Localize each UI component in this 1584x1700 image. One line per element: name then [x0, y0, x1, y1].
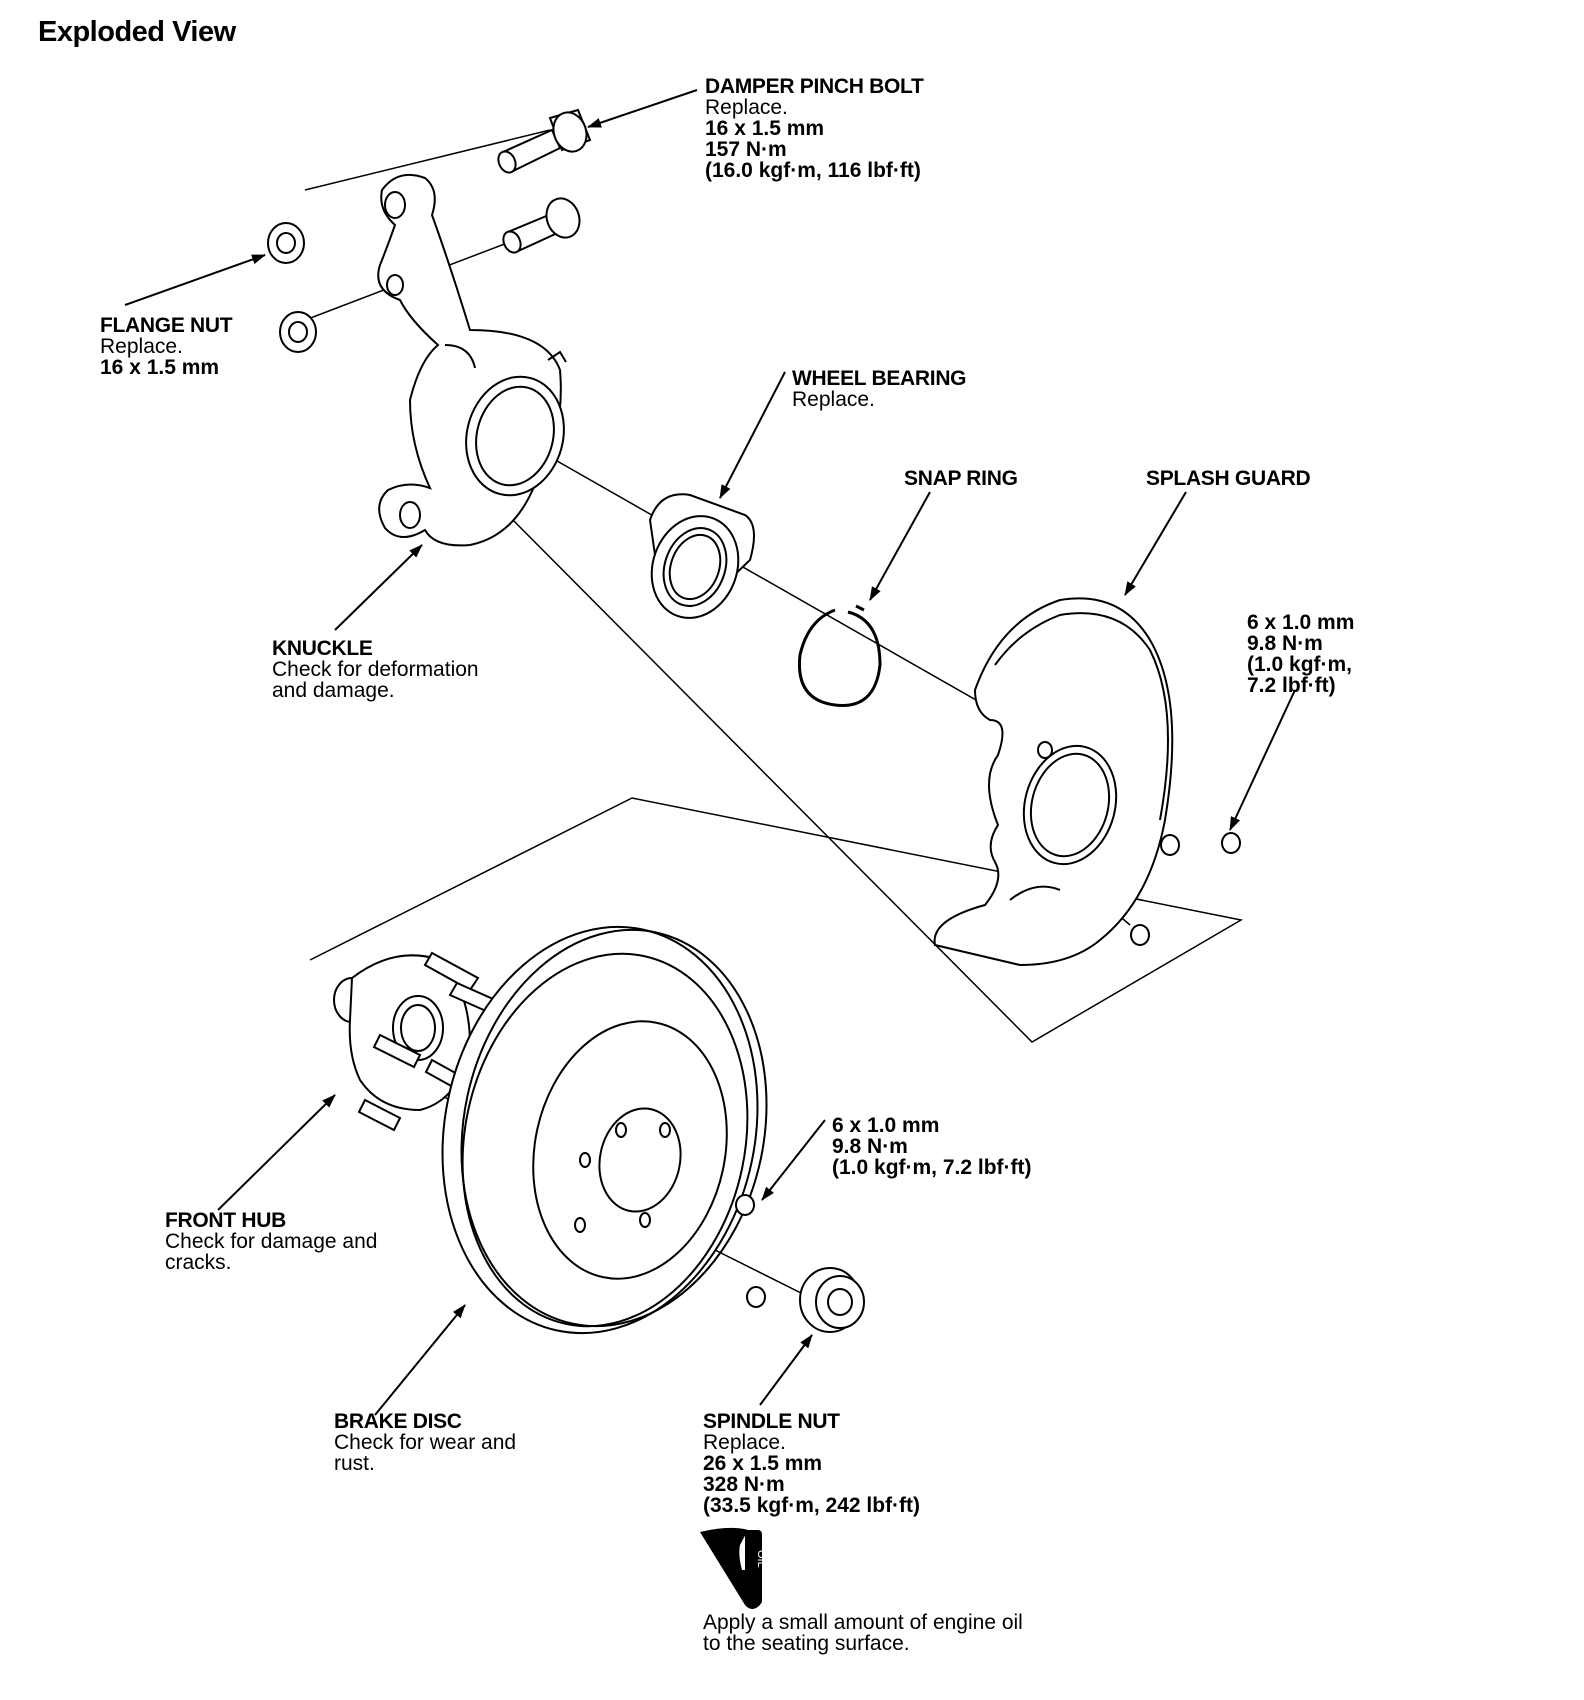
label-spec: 6 x 1.0 mm	[1247, 611, 1355, 634]
leader-splash-guard	[1124, 491, 1187, 596]
label-title: SNAP RING	[904, 467, 1018, 490]
label-wheel-bearing: WHEEL BEARING Replace.	[792, 367, 967, 411]
label-title: BRAKE DISC	[334, 1410, 462, 1433]
page-title: Exploded View	[38, 16, 236, 48]
leader-splash-bolt	[1229, 689, 1296, 831]
label-spec: (1.0 kgf·m, 7.2 lbf·ft)	[832, 1156, 1032, 1179]
brake-disc-icon	[441, 925, 768, 1335]
label-line: Replace.	[703, 1431, 786, 1454]
label-title: DAMPER PINCH BOLT	[705, 75, 924, 98]
leader-front-hub	[217, 1094, 336, 1211]
label-line: cracks.	[165, 1251, 232, 1274]
label-flange-nut: FLANGE NUT Replace. 16 x 1.5 mm	[100, 314, 233, 379]
label-spec: 26 x 1.5 mm	[703, 1452, 823, 1475]
oil-can-icon: OIL	[700, 1527, 767, 1609]
disc-screw-icon	[735, 1194, 766, 1308]
reference-plane	[309, 494, 1244, 1043]
snap-ring-icon	[797, 608, 882, 707]
spindle-nut-icon	[799, 1267, 865, 1333]
front-hub-icon	[333, 951, 504, 1132]
label-spec: (16.0 kgf·m, 116 lbf·ft)	[705, 159, 921, 182]
label-line: Check for wear and	[334, 1431, 517, 1454]
label-spec: 9.8 N·m	[832, 1135, 908, 1158]
flange-nut-icon	[267, 222, 317, 353]
label-brake-disc: BRAKE DISC Check for wear and rust.	[334, 1411, 516, 1474]
label-spec: (1.0 kgf·m,	[1247, 653, 1353, 676]
label-title: FLANGE NUT	[100, 314, 233, 337]
leader-knuckle	[334, 544, 423, 631]
label-spec: (33.5 kgf·m, 242 lbf·ft)	[703, 1494, 921, 1517]
label-title: SPINDLE NUT	[703, 1410, 840, 1433]
knuckle-icon	[377, 174, 567, 547]
splash-guard-icon	[933, 597, 1174, 967]
leader-spindle-nut	[759, 1334, 813, 1406]
label-spec: 9.8 N·m	[1247, 632, 1323, 655]
label-oil-note: Apply a small amount of engine oil to th…	[703, 1612, 1023, 1654]
label-line: Replace.	[100, 335, 183, 358]
label-spec: 7.2 lbf·ft)	[1247, 674, 1336, 697]
leader-flange-nut	[124, 254, 266, 306]
leader-disc-screw	[761, 1119, 826, 1201]
label-title: FRONT HUB	[165, 1209, 286, 1232]
label-spec: 16 x 1.5 mm	[705, 117, 825, 140]
label-line: Replace.	[792, 388, 875, 411]
label-splash-bolt-spec: 6 x 1.0 mm 9.8 N·m (1.0 kgf·m, 7.2 lbf·f…	[1247, 612, 1354, 696]
label-title: KNUCKLE	[272, 637, 373, 660]
label-snap-ring: SNAP RING	[904, 468, 1018, 489]
label-disc-screw-spec: 6 x 1.0 mm 9.8 N·m (1.0 kgf·m, 7.2 lbf·f…	[832, 1115, 1032, 1178]
label-line: Check for damage and	[165, 1230, 378, 1253]
label-line: to the seating surface.	[703, 1632, 910, 1655]
leader-wheel-bearing	[719, 371, 786, 499]
oil-can-text: OIL	[755, 1550, 767, 1568]
label-line: Replace.	[705, 96, 788, 119]
label-damper-pinch-bolt: DAMPER PINCH BOLT Replace. 16 x 1.5 mm 1…	[705, 76, 924, 181]
label-spec: 328 N·m	[703, 1473, 785, 1496]
leader-damper-pinch-bolt	[587, 89, 698, 128]
leader-brake-disc	[374, 1304, 466, 1416]
wheel-bearing-icon	[648, 493, 755, 619]
damper-pinch-bolt-icon	[497, 108, 592, 174]
label-spec: 16 x 1.5 mm	[100, 356, 220, 379]
label-title: WHEEL BEARING	[792, 367, 967, 390]
splash-guard-bolt-icon	[1130, 832, 1241, 946]
label-line: Check for deformation	[272, 658, 479, 681]
label-line: and damage.	[272, 679, 395, 702]
label-spindle-nut: SPINDLE NUT Replace. 26 x 1.5 mm 328 N·m…	[703, 1411, 920, 1516]
label-front-hub: FRONT HUB Check for damage and cracks.	[165, 1210, 377, 1273]
damper-pinch-bolt-lower-icon	[502, 197, 581, 254]
label-knuckle: KNUCKLE Check for deformation and damage…	[272, 638, 479, 701]
label-spec: 6 x 1.0 mm	[832, 1114, 940, 1137]
label-spec: 157 N·m	[705, 138, 787, 161]
label-splash-guard: SPLASH GUARD	[1146, 467, 1311, 490]
leader-snap-ring	[869, 491, 931, 601]
label-line: rust.	[334, 1452, 375, 1475]
label-title: SPLASH GUARD	[1146, 467, 1311, 490]
label-line: Apply a small amount of engine oil	[703, 1611, 1023, 1634]
axis-line-upper	[304, 129, 551, 191]
